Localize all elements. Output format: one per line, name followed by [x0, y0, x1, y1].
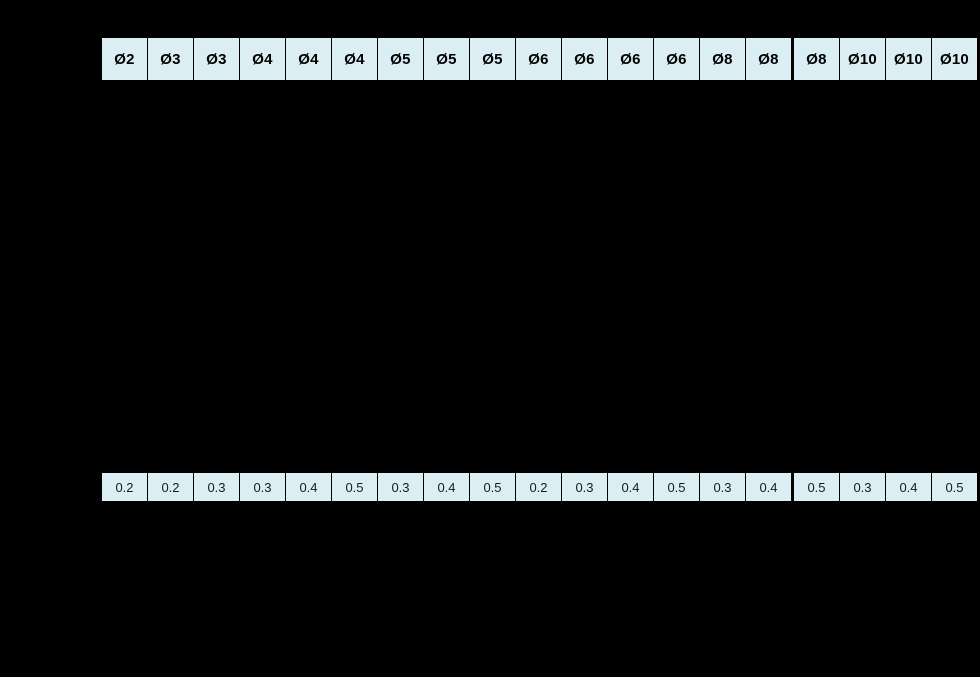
diameter-cell: Ø10 [840, 38, 885, 80]
value-cell: 0.5 [332, 473, 377, 501]
value-cell: 0.3 [840, 473, 885, 501]
diameter-cell: Ø8 [746, 38, 791, 80]
diameter-cell: Ø3 [194, 38, 239, 80]
diameter-cell: Ø4 [286, 38, 331, 80]
value-cell: 0.3 [700, 473, 745, 501]
value-cell: 0.5 [470, 473, 515, 501]
value-cell: 0.5 [794, 473, 839, 501]
diameter-cell: Ø6 [562, 38, 607, 80]
value-cell: 0.3 [240, 473, 285, 501]
value-cell: 0.2 [516, 473, 561, 501]
value-cell: 0.2 [102, 473, 147, 501]
diameter-cell: Ø8 [794, 38, 839, 80]
diameter-cell: Ø5 [470, 38, 515, 80]
diameter-cell: Ø6 [516, 38, 561, 80]
value-cell: 0.4 [886, 473, 931, 501]
diameter-cell: Ø10 [886, 38, 931, 80]
diameter-cell: Ø6 [654, 38, 699, 80]
diameter-cell: Ø10 [932, 38, 977, 80]
diameter-cell: Ø5 [378, 38, 423, 80]
value-cell: 0.4 [424, 473, 469, 501]
value-cell: 0.3 [562, 473, 607, 501]
value-cell: 0.3 [194, 473, 239, 501]
diameter-cell: Ø4 [240, 38, 285, 80]
value-cell: 0.5 [932, 473, 977, 501]
value-cell: 0.5 [654, 473, 699, 501]
diameter-cell: Ø6 [608, 38, 653, 80]
diameter-cell: Ø4 [332, 38, 377, 80]
value-cell: 0.2 [148, 473, 193, 501]
value-cell: 0.4 [608, 473, 653, 501]
diameter-cell: Ø5 [424, 38, 469, 80]
diameter-cell: Ø8 [700, 38, 745, 80]
value-cell: 0.3 [378, 473, 423, 501]
diameter-cell: Ø2 [102, 38, 147, 80]
value-cell: 0.4 [286, 473, 331, 501]
value-cell: 0.4 [746, 473, 791, 501]
diameter-cell: Ø3 [148, 38, 193, 80]
